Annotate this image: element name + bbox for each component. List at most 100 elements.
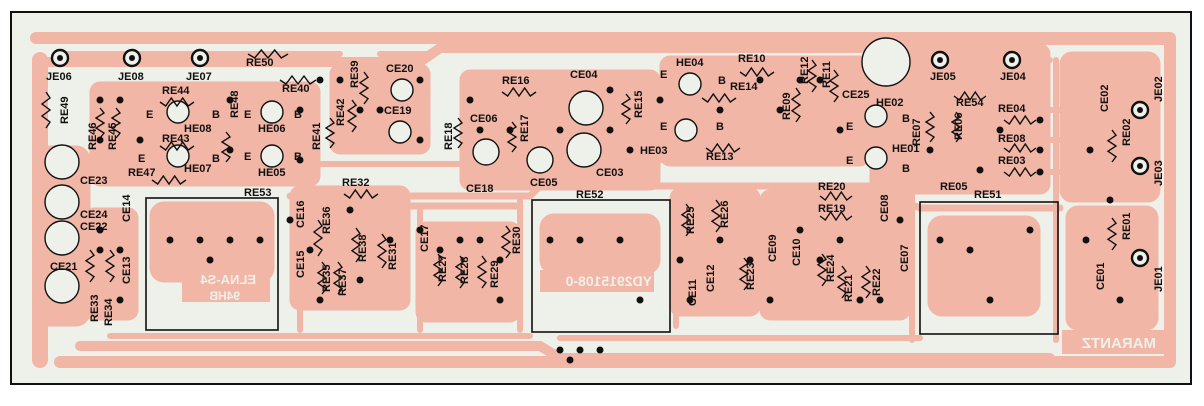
solder-pad [416,76,424,84]
part-text: YD2915108-0 [565,273,652,289]
resistor-zigzag [806,59,818,93]
label-ce15: CE15 [295,250,307,278]
solder-pad [556,346,564,354]
label-re36: RE36 [321,206,333,234]
label-re40: RE40 [282,83,310,95]
solder-pad [256,236,264,244]
resistor-zigzag [151,174,187,186]
label-re27: RE27 [437,254,449,282]
resistor-zigzag [312,219,324,257]
solder-pad [1026,226,1034,234]
jack-je03-label: JE03 [1153,160,1165,186]
solder-pad [496,256,504,264]
resistor-zigzag [452,117,464,149]
label-ce24: CE24 [80,209,108,221]
pad-island-re52 [539,213,661,275]
trace-vertical-set [297,57,1059,343]
label-re34: RE34 [103,298,115,326]
cap-ce06-body [472,138,500,166]
transistor-he08: HE08 [166,100,212,135]
label-ce12: CE12 [705,264,717,292]
jack-je08-label: JE08 [118,71,144,83]
cap-ce03-body [566,132,602,168]
resistor-labels: RE50 RE49 RE44 RE43 RE48 RE46 RE45 RE47 … [59,53,1133,326]
solder-pad [116,96,124,104]
trace-row-1 [286,182,904,200]
label-re14: RE14 [730,81,758,93]
solder-pad [316,296,324,304]
solder-pad [1082,236,1090,244]
relays [145,197,1059,335]
jack-je02-pin [1137,107,1143,113]
solder-pad [1086,146,1094,154]
cap-ce22-body [44,220,80,256]
solder-pad [96,136,104,144]
resistor-zigzag [454,255,466,289]
transistor-he07: HE07 [166,144,212,175]
resistor-zigzag [620,93,632,125]
ground-bus-bottom [75,341,1055,363]
resistor-zigzag [500,225,512,259]
solder-pad [546,236,554,244]
solder-pad [796,226,804,234]
resistor-zigzag [104,249,116,283]
cap-ce25-body [861,37,911,87]
jack-je02: JE02 [1130,76,1165,120]
solder-pad [386,236,394,244]
solder-pad [1036,146,1044,154]
solder-pad [996,126,1004,134]
transistor-he01-label: HE01 [892,143,920,155]
pin-b-he03: B [716,121,724,133]
label-re03: RE03 [998,155,1026,167]
label-ce07: CE07 [899,244,911,272]
label-re33: RE33 [89,294,101,322]
jack-je01: JE01 [1130,248,1165,292]
solder-pad [796,76,804,84]
solder-pad [336,76,344,84]
label-re18: RE18 [443,122,455,150]
label-ce11: CE11 [687,279,699,306]
resistor-zigzag [324,117,336,149]
resistor-zigzag [247,48,289,60]
transistor-he01: HE01 [864,143,920,170]
label-re45: RE45 [107,122,119,150]
solder-pad [286,216,294,224]
label-re10: RE10 [738,53,766,65]
solder-pad [936,236,944,244]
trace-row-3 [107,333,923,341]
solder-pad [636,296,644,304]
pin-b-he06: B [294,109,302,121]
resistor-zigzag [346,99,358,133]
transistor-he05-label: HE05 [258,167,286,179]
resistor-zigzag [358,71,370,105]
resistor-zigzag [819,210,853,222]
transistor-he06-label: HE06 [258,123,286,135]
label-ce17: CE17 [419,224,431,252]
solder-pad [556,126,564,134]
cap-ce05-body [526,146,554,174]
transistor-he08-label: HE08 [184,123,212,135]
label-ce19: CE19 [384,105,412,117]
pin-e-he04: E [660,69,667,81]
solder-pad [576,346,584,354]
pin-b-he08: B [212,109,220,121]
transistor-he04-body [678,72,702,96]
solder-pad [226,96,234,104]
cap-ce24-body [44,184,80,220]
transistor-he05-body [260,144,284,168]
solder-pad [746,256,754,264]
resistor-zigzag [710,199,722,233]
pin-e-he02: E [846,121,853,133]
solder-pad [966,246,974,254]
solder-pad [136,136,144,144]
label-re29: RE29 [489,260,501,288]
resistor-zigzag [159,96,195,108]
resistor-zigzag [1106,129,1118,163]
jacks: JE06 JE08 JE07 JE05 JE04 JE02 JE03 JE01 [46,48,1165,292]
label-re30: RE30 [511,226,523,254]
label-re35: RE35 [321,264,333,292]
label-ce04: CE04 [570,69,598,81]
transistor-he02: HE02 [864,97,904,128]
pin-e-he08: E [146,109,153,121]
label-ce20: CE20 [386,63,414,75]
